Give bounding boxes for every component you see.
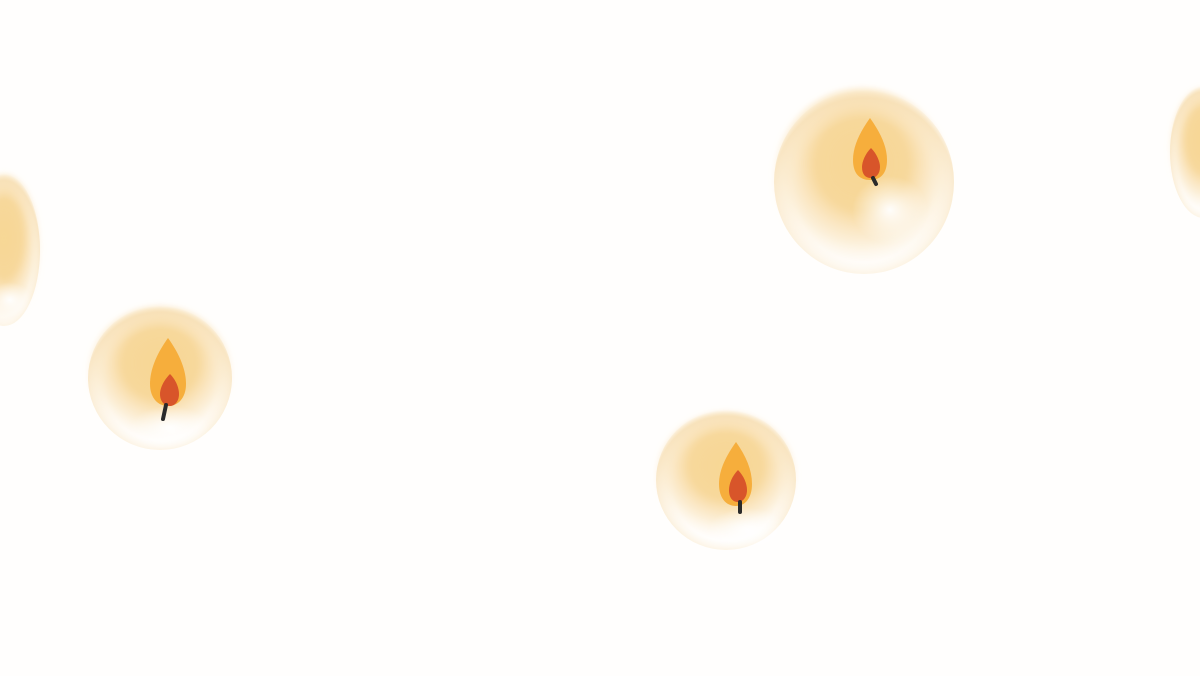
candle-flame-icon (719, 442, 752, 514)
candle-4 (774, 88, 954, 274)
candle-2 (88, 306, 232, 450)
candle-flame-icon (853, 118, 887, 186)
candle-3 (656, 410, 796, 552)
candle-5 (1170, 86, 1200, 218)
candle-flame-icon (150, 338, 186, 421)
candle-1 (0, 174, 40, 326)
